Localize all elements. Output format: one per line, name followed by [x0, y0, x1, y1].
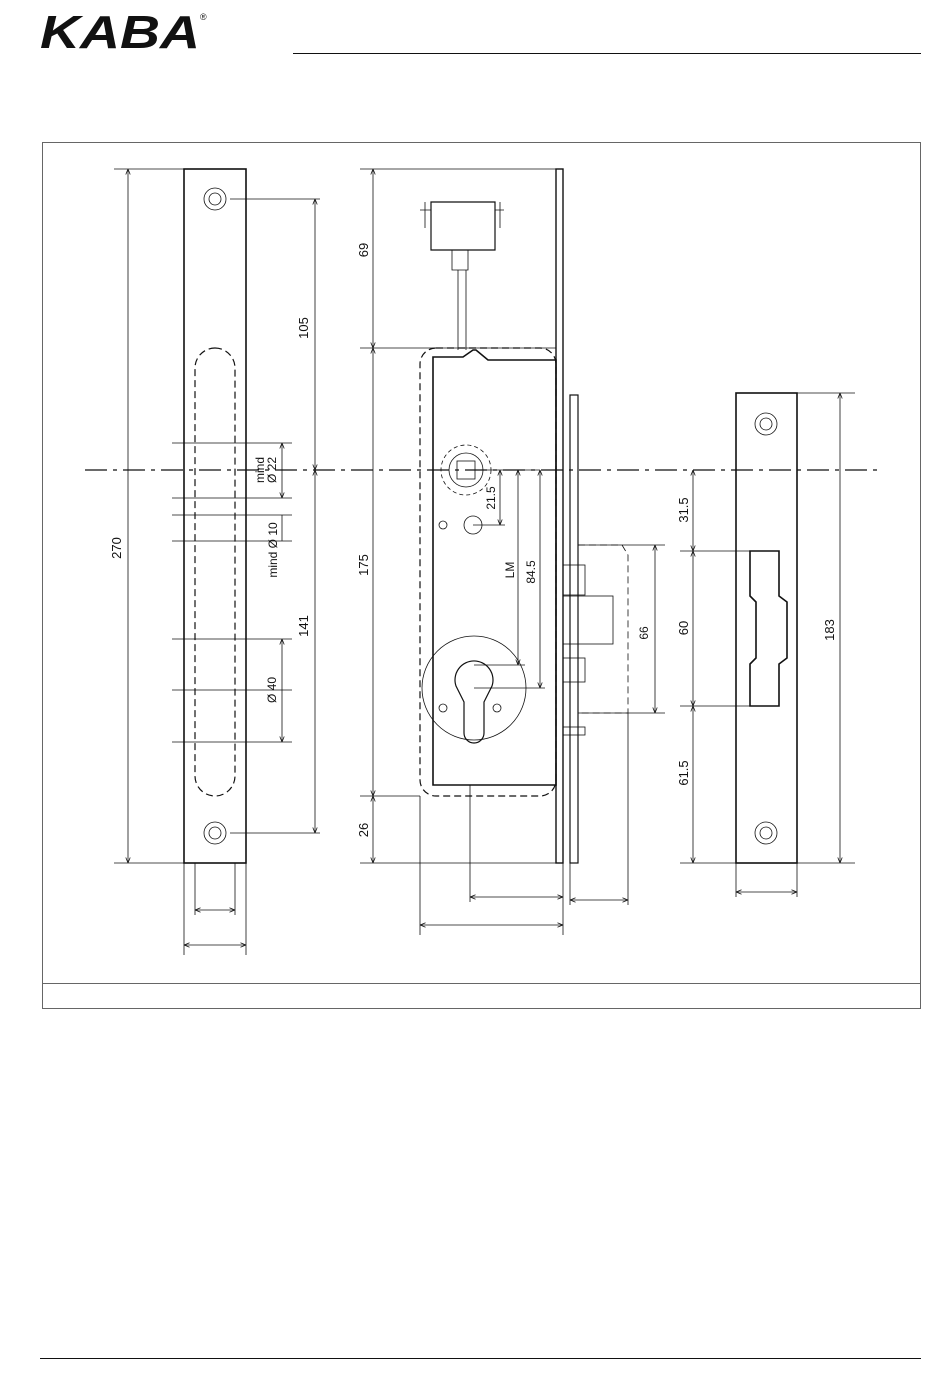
label-61-5: 61.5 [676, 760, 691, 785]
strike-top-screw [755, 413, 777, 435]
latch-throw-outline [578, 545, 628, 713]
label-175: 175 [356, 554, 371, 576]
bottom-screw-hole [204, 822, 226, 844]
label-60: 60 [676, 621, 691, 635]
strike-plate-outline [736, 393, 797, 863]
strike-opening [750, 551, 787, 706]
lock-case-side-view [360, 169, 665, 935]
label-66: 66 [637, 626, 651, 640]
top-screw-hole [204, 188, 226, 210]
mortise-cutout-outline [195, 348, 235, 796]
label-31-5: 31.5 [676, 497, 691, 522]
label-d40: Ø 40 [265, 677, 279, 703]
auxiliary-latch [563, 658, 585, 682]
label-d10: mind Ø 10 [266, 522, 280, 578]
strike-plate-view [680, 393, 855, 897]
label-69: 69 [356, 243, 371, 257]
euro-cylinder-profile [455, 661, 493, 743]
label-84-5: 84.5 [524, 560, 538, 584]
pin-hole [439, 521, 447, 529]
label-d22: Ø 22 [265, 457, 279, 483]
label-270: 270 [109, 537, 124, 559]
label-183: 183 [822, 619, 837, 641]
follower-stem [452, 250, 468, 350]
label-26: 26 [356, 823, 371, 837]
handle-follower [431, 202, 495, 250]
faceplate-outline [184, 169, 246, 863]
strike-edge-plate [570, 395, 578, 863]
label-141: 141 [296, 615, 311, 637]
faceplate-view [114, 169, 320, 955]
label-21-5: 21.5 [484, 486, 498, 510]
forend-plate [556, 169, 563, 863]
label-lm: LM [503, 562, 517, 579]
strike-bottom-screw [755, 822, 777, 844]
footer-rule [40, 1358, 921, 1359]
latch-bolt [563, 565, 585, 595]
label-105: 105 [296, 317, 311, 339]
